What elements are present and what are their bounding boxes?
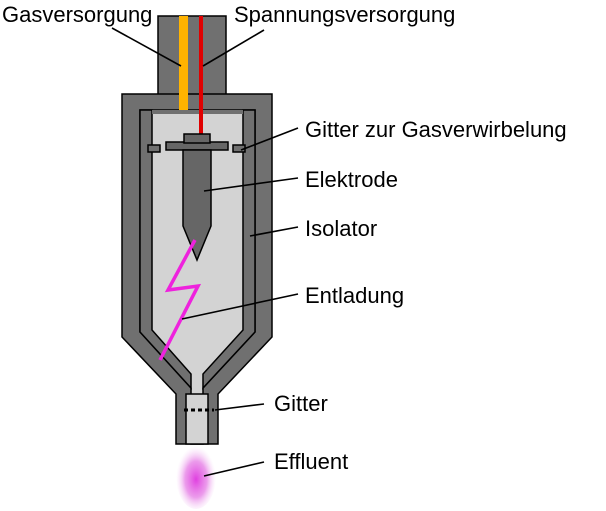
voltage-line — [199, 16, 203, 140]
leader-gas-supply — [111, 27, 182, 67]
nozzle-outlet — [185, 393, 209, 445]
label-gas-supply: Gasversorgung — [2, 2, 152, 27]
insulator-lining-right — [202, 109, 256, 390]
gas-line — [179, 16, 188, 110]
label-effluent: Effluent — [274, 449, 348, 474]
leader-voltage-supply — [202, 29, 265, 67]
label-swirl-grid: Gitter zur Gasverwirbelung — [305, 117, 567, 142]
leader-swirl-grid — [240, 127, 299, 151]
leader-grid — [214, 403, 265, 411]
discharge-bolt — [158, 239, 202, 361]
insulator-lining-top — [152, 110, 243, 114]
effluent-plume — [176, 443, 216, 509]
label-discharge: Entladung — [305, 283, 404, 308]
swirl-grid-left — [147, 144, 161, 153]
leader-insulator — [249, 226, 299, 237]
leader-electrode — [203, 177, 299, 192]
electrode-cap — [183, 133, 211, 144]
label-voltage-supply: Spannungsversorgung — [234, 2, 455, 27]
label-electrode: Elektrode — [305, 167, 398, 192]
label-grid: Gitter — [274, 391, 328, 416]
label-insulator: Isolator — [305, 216, 377, 241]
electrode — [182, 149, 212, 262]
leader-discharge — [181, 293, 299, 320]
leader-effluent — [203, 461, 265, 477]
supply-stem — [157, 15, 227, 97]
